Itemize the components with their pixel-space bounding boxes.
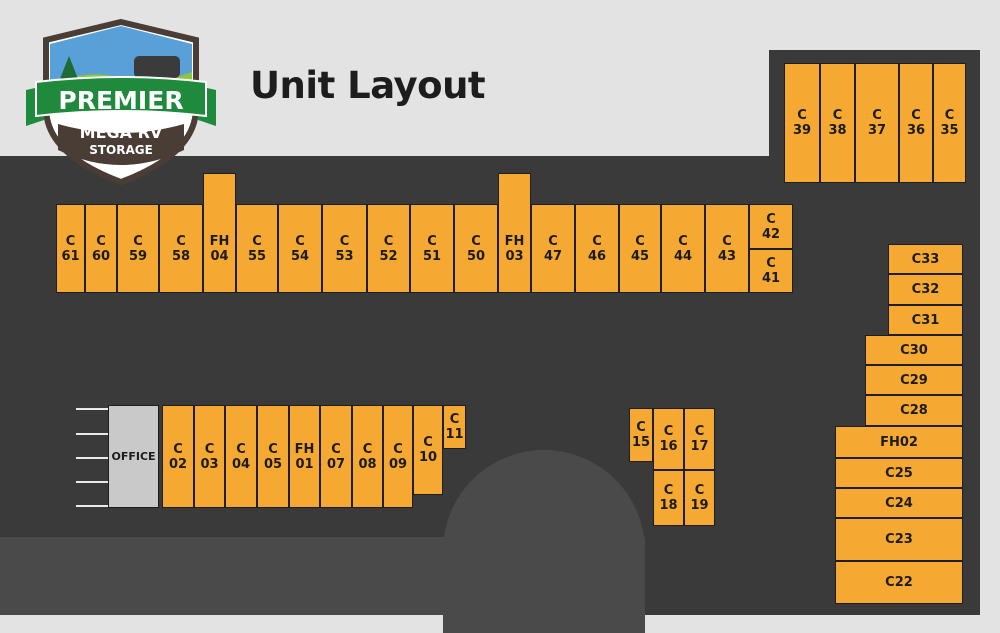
parking-line <box>76 457 108 459</box>
unit-c09[interactable]: C 09 <box>383 405 413 508</box>
unit-c31[interactable]: C31 <box>888 305 963 335</box>
unit-c52[interactable]: C 52 <box>367 204 410 293</box>
unit-c58[interactable]: C 58 <box>159 204 203 293</box>
premier-mega-rv-storage-logo: PREMIER MEGA RV STORAGE <box>26 18 216 186</box>
unit-fh03[interactable]: FH 03 <box>498 173 531 293</box>
unit-c22[interactable]: C22 <box>835 561 963 604</box>
unit-c05[interactable]: C 05 <box>257 405 289 508</box>
unit-c39[interactable]: C 39 <box>784 63 820 183</box>
unit-c17[interactable]: C 17 <box>684 408 715 470</box>
unit-c10[interactable]: C 10 <box>413 405 443 495</box>
unit-c37[interactable]: C 37 <box>855 63 899 183</box>
unit-c61[interactable]: C 61 <box>56 204 85 293</box>
unit-c47[interactable]: C 47 <box>531 204 575 293</box>
unit-fh04[interactable]: FH 04 <box>203 173 236 293</box>
unit-c36[interactable]: C 36 <box>899 63 933 183</box>
unit-c11[interactable]: C 11 <box>443 405 466 449</box>
unit-c19[interactable]: C 19 <box>684 470 715 526</box>
unit-c08[interactable]: C 08 <box>352 405 383 508</box>
unit-fh01[interactable]: FH 01 <box>289 405 320 508</box>
unit-c15[interactable]: C 15 <box>629 408 653 462</box>
parking-line <box>76 433 108 435</box>
unit-c16[interactable]: C 16 <box>653 408 684 470</box>
unit-c43[interactable]: C 43 <box>705 204 749 293</box>
unit-c59[interactable]: C 59 <box>117 204 159 293</box>
unit-c54[interactable]: C 54 <box>278 204 322 293</box>
unit-c32[interactable]: C32 <box>888 274 963 305</box>
logo-text-storage: STORAGE <box>89 143 153 157</box>
logo-text-premier: PREMIER <box>58 86 183 115</box>
unit-c33[interactable]: C33 <box>888 244 963 274</box>
unit-c46[interactable]: C 46 <box>575 204 619 293</box>
unit-c42[interactable]: C 42 <box>749 204 793 249</box>
unit-fh02[interactable]: FH02 <box>835 426 963 458</box>
rv-icon <box>134 56 180 78</box>
unit-c53[interactable]: C 53 <box>322 204 367 293</box>
unit-c29[interactable]: C29 <box>865 365 963 395</box>
parking-line <box>76 408 108 410</box>
logo-text-mega-rv: MEGA RV <box>80 123 163 142</box>
unit-c24[interactable]: C24 <box>835 488 963 518</box>
unit-c60[interactable]: C 60 <box>85 204 117 293</box>
unit-c51[interactable]: C 51 <box>410 204 454 293</box>
unit-c18[interactable]: C 18 <box>653 470 684 526</box>
unit-c28[interactable]: C28 <box>865 395 963 426</box>
unit-c07[interactable]: C 07 <box>320 405 352 508</box>
parking-line <box>76 505 108 507</box>
unit-c41[interactable]: C 41 <box>749 249 793 293</box>
unit-c23[interactable]: C23 <box>835 518 963 561</box>
unit-c44[interactable]: C 44 <box>661 204 705 293</box>
unit-c55[interactable]: C 55 <box>236 204 278 293</box>
unit-c30[interactable]: C30 <box>865 335 963 365</box>
unit-c02[interactable]: C 02 <box>162 405 194 508</box>
page-title: Unit Layout <box>250 64 486 107</box>
unit-c50[interactable]: C 50 <box>454 204 498 293</box>
unit-c25[interactable]: C25 <box>835 458 963 488</box>
unit-c45[interactable]: C 45 <box>619 204 661 293</box>
unit-c38[interactable]: C 38 <box>820 63 855 183</box>
unit-c03[interactable]: C 03 <box>194 405 225 508</box>
unit-c35[interactable]: C 35 <box>933 63 966 183</box>
office-building: OFFICE <box>108 405 159 508</box>
parking-line <box>76 481 108 483</box>
turnaround-circle <box>443 450 645 633</box>
unit-c04[interactable]: C 04 <box>225 405 257 508</box>
